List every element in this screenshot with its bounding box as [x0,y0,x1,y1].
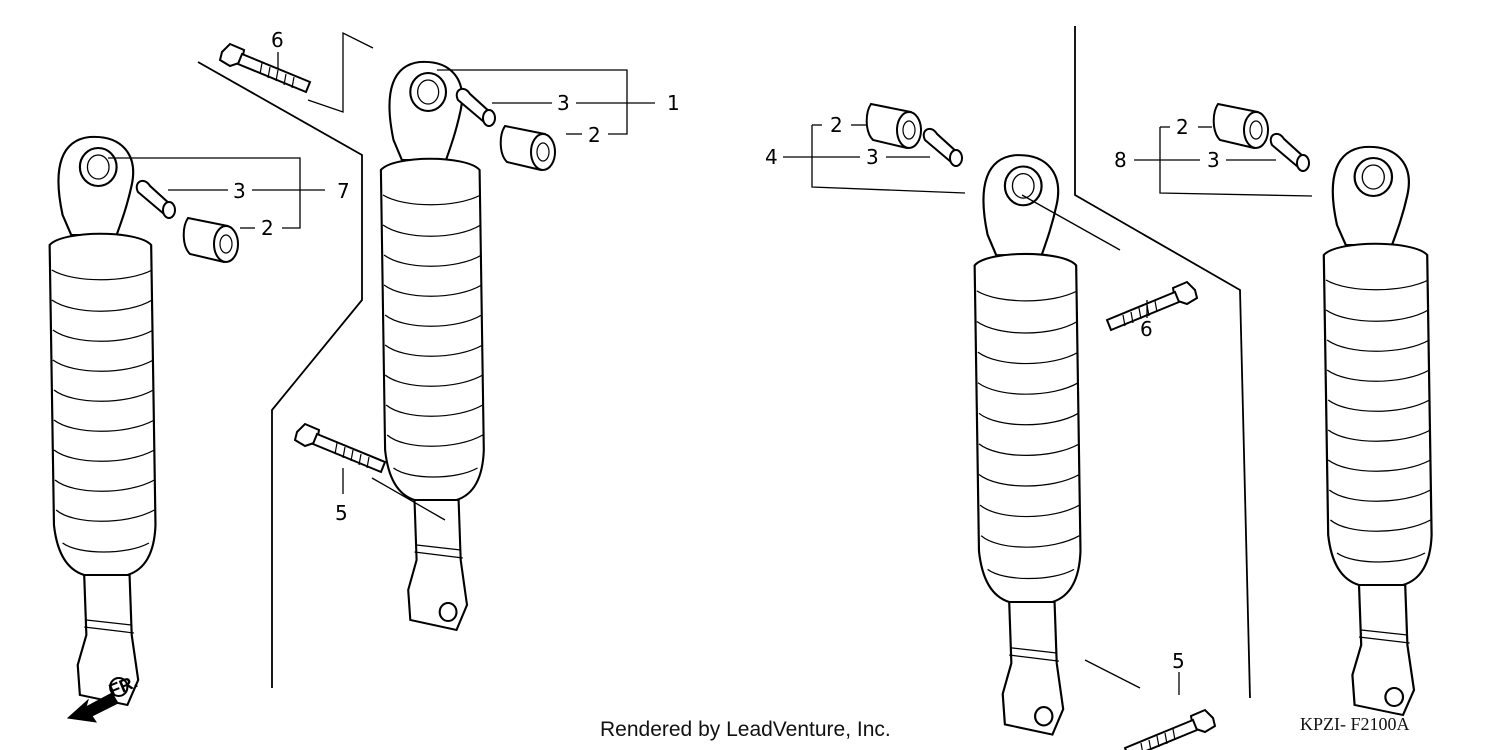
callout-bolt-lower: 5 [335,501,348,525]
callout-bolt-lower: 5 [1172,649,1185,673]
shock-absorber-far-right [1322,145,1433,717]
bushing-part [1212,103,1269,149]
bushing-part [865,103,922,149]
collar-part [922,127,963,167]
shock-absorber-center-right [973,154,1082,736]
callout-assembly: 1 [667,91,680,115]
leader-lines [108,31,1313,695]
bolt-part [294,423,386,473]
collar-part [1269,132,1310,172]
arrow-icon [66,692,119,723]
bolt-part [1124,709,1216,750]
callout-bushing: 2 [588,123,601,147]
callout-assembly: 4 [765,145,778,169]
separator-line-left [197,61,363,688]
callout-collar: 3 [233,179,246,203]
bolt-part [219,43,311,93]
callout-collar: 3 [866,145,879,169]
callout-assembly: 7 [337,179,350,203]
callout-assembly: 8 [1114,148,1127,172]
collar-part [135,179,176,219]
shock-absorber-center-left [379,60,485,632]
shock-absorber-far-left [48,135,157,707]
credit-text: Rendered by LeadVenture, Inc. [600,718,891,741]
diagram-code: KPZI- F2100A [1300,714,1410,734]
bushing-part [182,217,239,263]
callout-bushing: 2 [830,113,843,137]
callout-bushing: 2 [261,216,274,240]
callout-collar: 3 [1207,148,1220,172]
callout-bolt-upper: 6 [1140,317,1153,341]
callout-collar: 3 [557,91,570,115]
collar-part [455,87,496,127]
callout-bushing: 2 [1176,115,1189,139]
callout-bolt-upper: 6 [271,28,284,52]
bushing-part [499,125,556,171]
separator-line-right [1074,26,1251,699]
